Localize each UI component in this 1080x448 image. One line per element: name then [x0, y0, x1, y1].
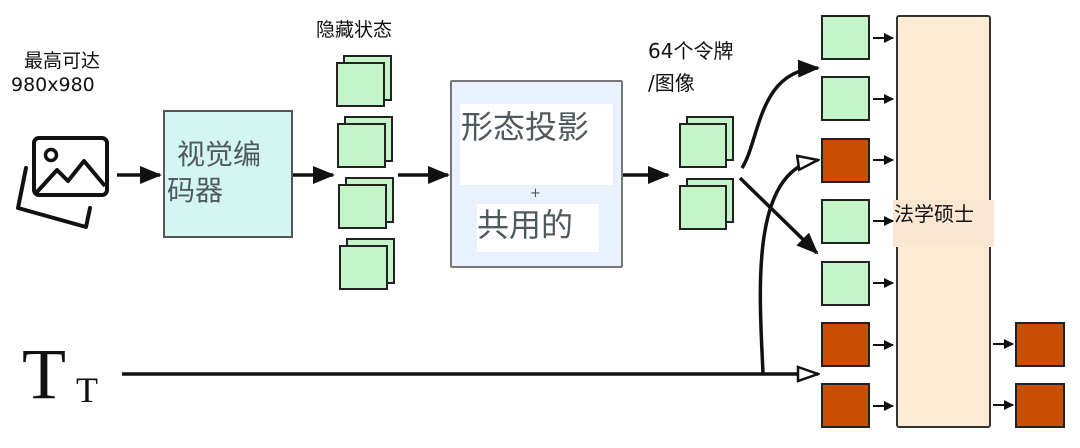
- tokens-label-line1: 64个令牌: [648, 39, 734, 63]
- hidden-state-front: [339, 245, 388, 290]
- image-stack-icon: [16, 136, 109, 229]
- llm-output-arrows: [993, 339, 1014, 410]
- projection-plus: +: [530, 186, 541, 201]
- resolution-label-line1: 最高可达: [24, 50, 101, 72]
- arrow-text-to-llm-prompt: [758, 160, 818, 375]
- text-input-symbol-small: T: [76, 370, 98, 410]
- hidden-states-label: 隐藏状态: [316, 19, 393, 41]
- hidden-state-front: [337, 123, 386, 168]
- hidden-state-front: [338, 184, 387, 229]
- vision-encoder-label-line2: 码器: [167, 174, 224, 207]
- arrow-tokens-to-llm-top: [740, 59, 820, 169]
- llm-input-image-token: [821, 76, 870, 121]
- llm-label-bg: [893, 200, 994, 247]
- vision-encoder-label-line1: 视觉编: [177, 138, 262, 171]
- llm-output-text-token: [1015, 383, 1065, 428]
- projection-label-bottom: 共用的: [477, 206, 574, 244]
- vision-encoder-box: 视觉编 码器: [163, 110, 293, 238]
- llm-output-text-token: [1015, 322, 1065, 367]
- hidden-state-front: [336, 62, 385, 107]
- image-token-front: [679, 123, 727, 168]
- tokens-label-line2: /图像: [648, 71, 695, 95]
- llm-input-image-token: [821, 199, 870, 244]
- llm-input-text-token: [821, 138, 870, 183]
- llm-input-text-token: [821, 322, 870, 367]
- projection-box: 形态投影 + 共用的: [450, 80, 623, 268]
- llm-input-text-token: [821, 383, 870, 428]
- llm-input-image-token: [821, 15, 870, 60]
- llm-input-image-token: [821, 261, 870, 306]
- llm-input-arrows: [873, 33, 894, 411]
- text-input-symbol-large: T: [22, 334, 66, 414]
- projection-label-bg: [460, 104, 613, 185]
- arrow-tokens-to-llm-middle: [738, 176, 819, 255]
- shared-label-bg: [477, 204, 599, 252]
- resolution-label-line2: 980x980: [11, 74, 95, 96]
- projection-label-top: 形态投影: [461, 108, 590, 146]
- image-token-front: [679, 185, 727, 230]
- llm-label: 法学硕士: [894, 202, 974, 226]
